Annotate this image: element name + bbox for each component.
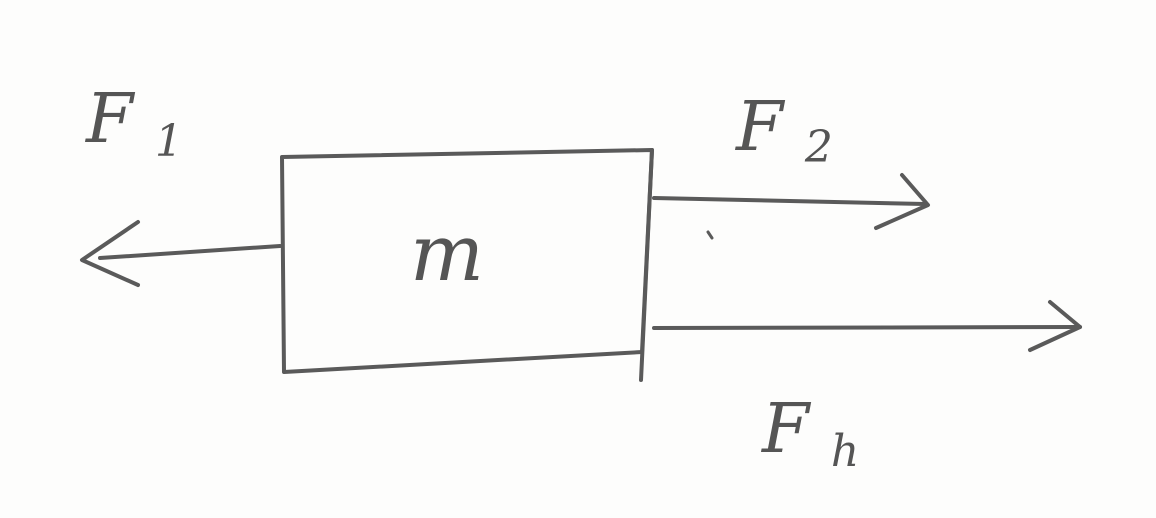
force-label-fh: F h xyxy=(760,390,859,477)
force-label-fh-subscript: h xyxy=(831,426,859,477)
force-arrow-f1 xyxy=(80,220,282,287)
force-label-f1-symbol: F xyxy=(84,80,136,159)
force-label-f1: F 1 xyxy=(84,80,183,167)
force-arrow-f2-shaft xyxy=(652,196,927,206)
force-label-f2-subscript: 2 xyxy=(804,122,833,173)
force-label-f2-symbol: F xyxy=(734,88,786,167)
mass-label: m xyxy=(410,209,484,299)
force-arrow-fh-shaft xyxy=(652,325,1082,330)
force-label-f1-subscript: 1 xyxy=(155,116,183,167)
stray-pen-mark xyxy=(706,230,714,240)
force-arrow-f2 xyxy=(652,173,930,230)
box-right-edge-extension xyxy=(639,148,654,382)
force-arrow-fh xyxy=(652,300,1082,352)
force-arrow-f2-head xyxy=(874,173,930,230)
force-arrow-f1-shaft xyxy=(98,244,282,260)
force-label-f2: F 2 xyxy=(734,88,833,173)
force-arrow-fh-head xyxy=(1028,300,1082,352)
force-arrow-f1-head xyxy=(80,220,140,287)
force-label-fh-symbol: F xyxy=(760,390,812,469)
